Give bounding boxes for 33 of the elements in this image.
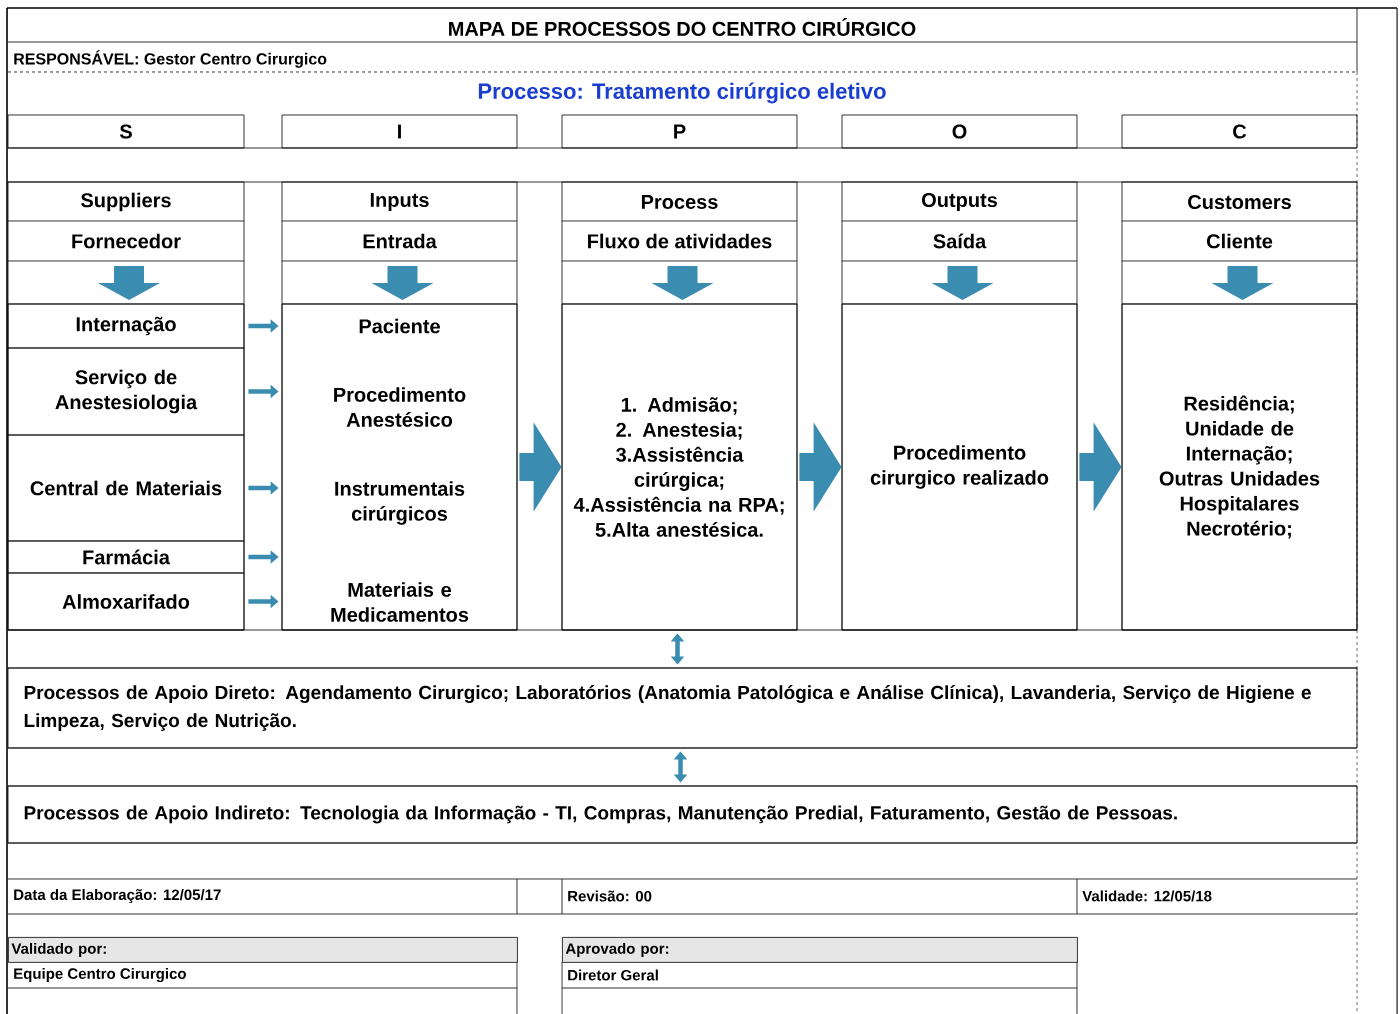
- supplier-cell: Central de Materiais: [7, 434, 245, 542]
- supplier-cell: Serviço de Anestesiologia: [7, 347, 245, 436]
- column-subheading: Cliente: [1207, 233, 1273, 249]
- customer-box: Residência; Unidade de Internação; Outras Unidades Hospitalares Necrotério;: [1121, 303, 1358, 631]
- form-field-value: Equipe Centro Cirurgico: [14, 967, 186, 983]
- column-letter-cell: C: [1121, 114, 1358, 149]
- form-field-label: Revisão: 00: [568, 890, 652, 902]
- column-subheading: Fornecedor: [72, 233, 181, 249]
- form-field-label: Validade: 12/05/18: [1082, 890, 1212, 902]
- signature-field-header: Validado por:: [8, 937, 518, 963]
- column-subheading: Saída: [933, 233, 987, 249]
- column-subheading: Fluxo de atividades: [588, 233, 772, 249]
- column-heading: Process: [641, 195, 718, 209]
- column-heading: Customers: [1188, 194, 1291, 210]
- column-letter-cell: P: [561, 114, 798, 149]
- column-letter-cell: S: [7, 114, 245, 149]
- process-box: 1. Admisão; 2. Anestesia; 3.Assistência cirúrgica; 4.Assistência na RPA; 5.Alta anestésica.: [561, 303, 798, 631]
- support-process-row: Processos de Apoio Direto: Agendamento Cirurgico; Laboratórios (Anatomia Patológica e Análise Clínica), Lavanderia, Serviço de Higiene e Limpeza, Serviço de Nutrição.: [7, 667, 1358, 749]
- supplier-cell: Almoxarifado: [7, 572, 245, 631]
- column-subheading: Entrada: [363, 233, 437, 249]
- title: MAPA DE PROCESSOS DO CENTRO CIRÚRGICO: [449, 18, 916, 36]
- process-name: Processo: Tratamento cirúrgico eletivo: [478, 82, 886, 104]
- support-process-row: Processos de Apoio Indireto: Tecnologia da Informação - TI, Compras, Manutenção Predial, Faturamento, Gestão de Pessoas.: [7, 785, 1358, 844]
- form-field-value: Diretor Geral: [568, 969, 658, 981]
- signature-field-header: Aprovado por:: [562, 937, 1078, 963]
- responsible-label: RESPONSÁVEL: Gestor Centro Cirurgico: [14, 50, 327, 68]
- form-field-label: Data da Elaboração: 12/05/17: [14, 889, 221, 903]
- output-box: Procedimento cirurgico realizado: [841, 303, 1078, 631]
- input-box: Paciente Procedimento Anestésico Instrumentais cirúrgicos Materiais e Medicamentos: [281, 303, 518, 631]
- supplier-cell: Internação: [7, 303, 245, 349]
- column-letter-cell: O: [841, 114, 1078, 149]
- supplier-cell: Farmácia: [7, 540, 245, 574]
- column-letter-cell: I: [281, 114, 518, 149]
